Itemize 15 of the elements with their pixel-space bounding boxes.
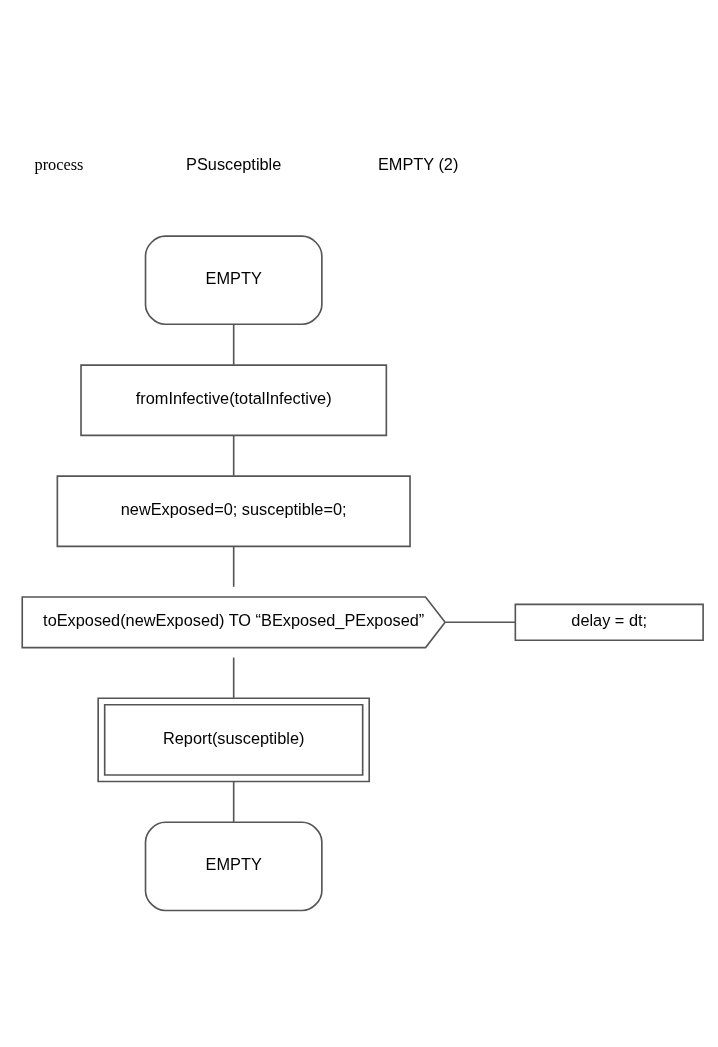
- connector: [444, 621, 517, 624]
- label: process: [34, 155, 84, 174]
- connector: [232, 781, 235, 823]
- label: EMPTY (2): [378, 155, 459, 173]
- connector: [232, 545, 235, 588]
- connector: [232, 434, 235, 477]
- connector: [232, 656, 235, 699]
- label: PSusceptible: [186, 155, 282, 173]
- connector: [232, 323, 235, 366]
- node-box: EMPTY: [144, 235, 323, 326]
- node-box: fromInfective(totalInfective): [80, 364, 388, 437]
- node-box: newExposed=0; susceptible=0;: [56, 475, 411, 548]
- node-box: delay = dt;: [514, 603, 704, 642]
- node-box: Report(susceptible): [97, 697, 370, 783]
- node-box: EMPTY: [144, 821, 323, 912]
